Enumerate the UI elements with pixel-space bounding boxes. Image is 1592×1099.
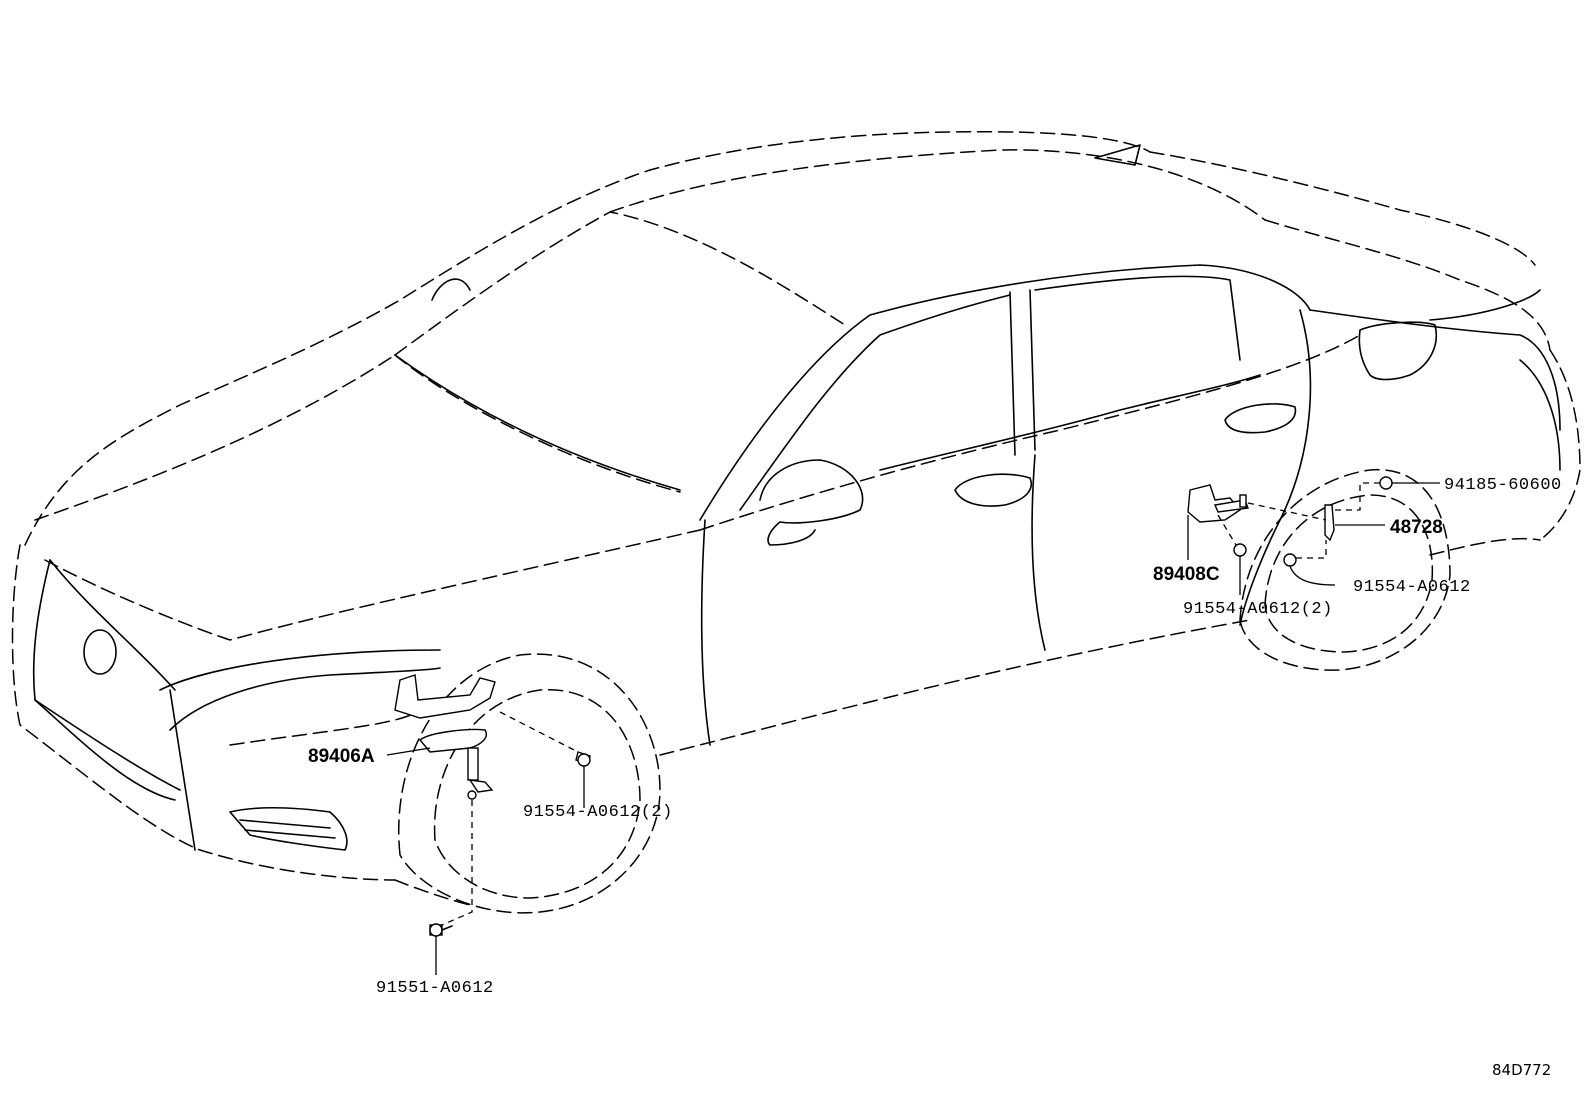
label-front-bolt-bracket: 91554-A0612(2) xyxy=(523,803,673,822)
rear-height-sensor-89408C xyxy=(1187,484,1249,523)
bolt-rear-link-icon xyxy=(1283,553,1297,567)
label-89408C: 89408C xyxy=(1153,564,1220,585)
nut-rear-icon xyxy=(1379,476,1393,490)
label-rear-bolt-bracket: 91554-A0612(2) xyxy=(1183,600,1333,619)
label-rear-bolt-link: 91554-A0612 xyxy=(1353,578,1471,597)
rear-link-48728-icon xyxy=(1324,504,1335,542)
label-89406A: 89406A xyxy=(308,746,375,767)
bolt-front-bracket-icon xyxy=(575,751,591,767)
bolt-front-lower-icon xyxy=(429,923,453,937)
bolt-rear-bracket-icon xyxy=(1233,543,1247,557)
part-labels: 89406A 91554-A0612(2) 91551-A0612 89408C… xyxy=(308,476,1562,1079)
front-height-sensor-89406A xyxy=(394,674,496,800)
car-outline xyxy=(11,131,1581,914)
label-rear-nut: 94185-60600 xyxy=(1444,476,1562,495)
label-48728: 48728 xyxy=(1390,517,1443,538)
car-body-lines xyxy=(32,264,1561,851)
label-front-bolt-lower: 91551-A0612 xyxy=(376,979,494,998)
drawing-code: 84D772 xyxy=(1492,1061,1551,1079)
leader-lines xyxy=(386,482,1440,975)
